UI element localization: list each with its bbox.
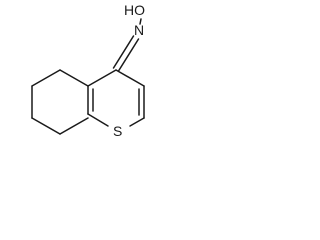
chemical-structure-diagram: HO N S [31, 2, 145, 139]
bond-c4a-c4 [87, 69, 117, 87]
bond-c7-c8 [31, 117, 61, 135]
atom-label-hydroxyl: HO [124, 2, 145, 18]
bond-c4-n-double-b [112, 35, 135, 69]
bond-c2-s [129, 117, 145, 127]
bond-c4a-c5 [59, 69, 89, 87]
bond-c4-n-double-a [117, 38, 140, 72]
bond-n-o [139, 18, 142, 25]
atom-label-nitrogen: N [134, 22, 144, 38]
bond-s-c8a [87, 113, 109, 127]
bonds [31, 18, 145, 135]
bond-c8-c8a [59, 117, 89, 135]
bond-c4-c3 [115, 69, 145, 87]
atom-labels: HO N S [113, 2, 145, 139]
bond-c5-c6 [31, 69, 61, 87]
atom-label-sulfur: S [113, 123, 122, 139]
